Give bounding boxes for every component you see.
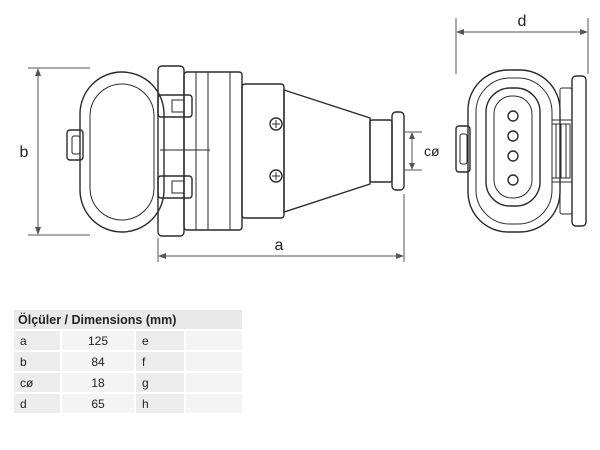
- front-plate: [551, 75, 587, 227]
- table-cell-value: 125: [62, 331, 134, 350]
- table-cell-value: 65: [62, 394, 134, 413]
- table-cell-value: 84: [62, 352, 134, 371]
- table-row: d 65 h: [14, 394, 242, 413]
- table-cell-key2: f: [136, 352, 184, 371]
- side-cable-gland: [283, 89, 405, 213]
- side-body: [157, 65, 285, 237]
- dimension-c: cø: [404, 131, 440, 171]
- front-insert: [485, 87, 541, 207]
- dimension-b: b: [20, 67, 90, 236]
- table-cell-key2: e: [136, 331, 184, 350]
- table-row: cø 18 g: [14, 373, 242, 392]
- side-cover: [66, 71, 165, 233]
- dimension-d-label: d: [518, 13, 527, 30]
- table-cell-value: 18: [62, 373, 134, 392]
- dimension-c-label: cø: [424, 143, 440, 159]
- table-row: a 125 e: [14, 331, 242, 350]
- side-view: b: [20, 65, 440, 262]
- contact-pin-3: [507, 150, 519, 162]
- table-cell-value2: [186, 394, 242, 413]
- table-row: b 84 f: [14, 352, 242, 371]
- table-cell-key: b: [14, 352, 60, 371]
- table-cell-key2: g: [136, 373, 184, 392]
- table-cell-key: a: [14, 331, 60, 350]
- table-cell-key: d: [14, 394, 60, 413]
- table-cell-value2: [186, 352, 242, 371]
- dimensions-table: Ölçüler / Dimensions (mm) a 125 e b 84 f…: [12, 308, 244, 415]
- contact-pin-4: [507, 174, 519, 186]
- dimension-a-label: a: [275, 237, 284, 254]
- contact-pin-2: [507, 130, 519, 142]
- table-cell-value2: [186, 331, 242, 350]
- technical-drawing: b: [20, 13, 589, 262]
- dimension-b-label: b: [20, 144, 29, 161]
- front-view: d: [455, 13, 589, 233]
- front-housing: [455, 69, 561, 233]
- dimension-d: d: [455, 13, 589, 74]
- table-title: Ölçüler / Dimensions (mm): [14, 310, 242, 329]
- table-title-row: Ölçüler / Dimensions (mm): [14, 310, 242, 329]
- dimension-a: a: [157, 194, 405, 262]
- table-cell-value2: [186, 373, 242, 392]
- table-cell-key: cø: [14, 373, 60, 392]
- table-cell-key2: h: [136, 394, 184, 413]
- contact-pin-1: [507, 110, 519, 122]
